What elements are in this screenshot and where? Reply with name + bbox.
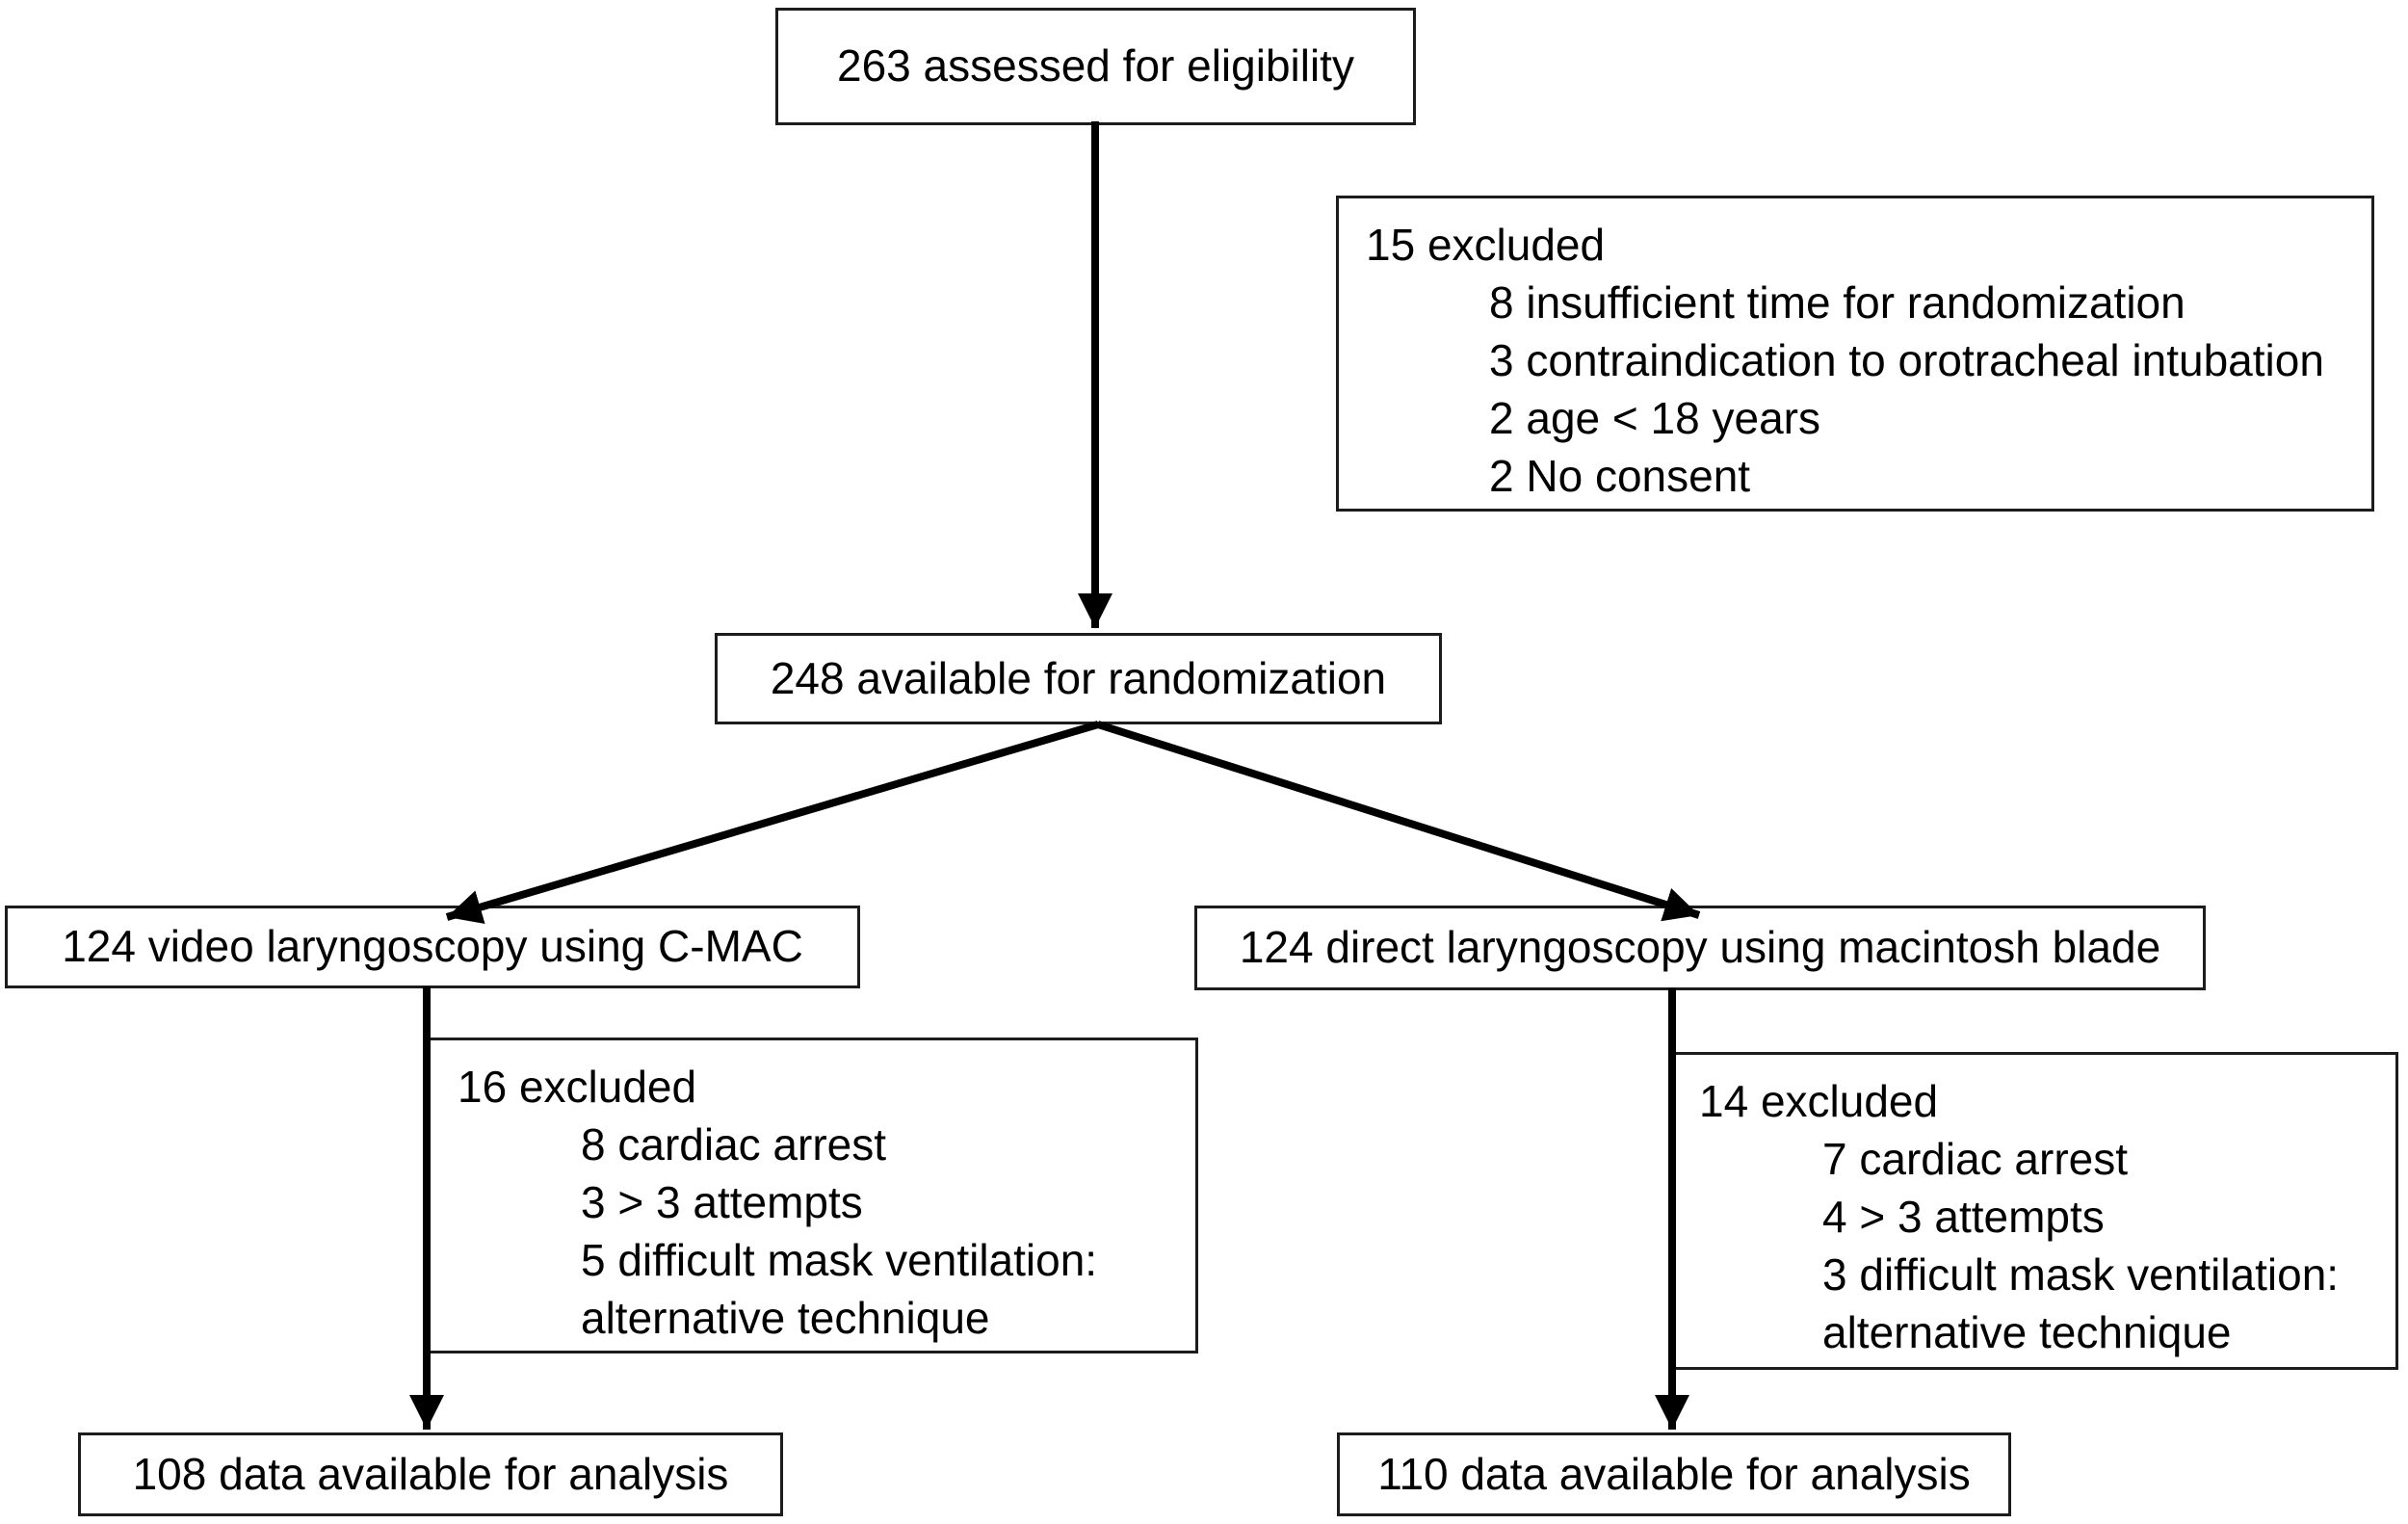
excluded-direct-arm-box: 14 excluded 7 cardiac arrest 4 > 3 attem… xyxy=(1669,1052,2398,1370)
assessed-for-eligibility-box: 263 assessed for eligibility xyxy=(775,8,1416,125)
arrow-randomization-to-direct-arm xyxy=(1096,721,1701,922)
exclusion-reason-continuation: alternative technique xyxy=(581,1293,990,1343)
available-for-randomization-box: 248 available for randomization xyxy=(715,633,1442,724)
direct-laryngoscopy-arm-box: 124 direct laryngoscopy using macintosh … xyxy=(1194,906,2206,990)
exclusion-reason: 8 insufficient time for randomization xyxy=(1489,277,2186,328)
exclusion-reason-continuation: alternative technique xyxy=(1822,1307,2232,1357)
video-laryngoscopy-arm-label: 124 video laryngoscopy using C-MAC xyxy=(62,921,803,972)
exclusion-reason: 2 No consent xyxy=(1489,451,1751,501)
excluded-video-arm-title: 16 excluded xyxy=(458,1062,697,1112)
exclusion-reason: 3 contraindication to orotracheal intuba… xyxy=(1489,335,2324,385)
analysis-direct-arm-box: 110 data available for analysis xyxy=(1337,1432,2011,1516)
excluded-video-arm-box: 16 excluded 8 cardiac arrest 3 > 3 attem… xyxy=(428,1038,1198,1353)
available-for-randomization-label: 248 available for randomization xyxy=(770,652,1387,703)
exclusion-reason: 3 > 3 attempts xyxy=(581,1177,863,1227)
excluded-direct-arm-title: 14 excluded xyxy=(1699,1076,1939,1126)
excluded-before-randomization-box: 15 excluded 8 insufficient time for rand… xyxy=(1336,196,2374,512)
excluded-before-randomization-title: 15 excluded xyxy=(1366,220,1606,270)
excluded-direct-arm-items: 7 cardiac arrest 4 > 3 attempts 3 diffic… xyxy=(1822,1130,2388,1361)
exclusion-reason: 4 > 3 attempts xyxy=(1822,1192,2105,1242)
analysis-direct-arm-label: 110 data available for analysis xyxy=(1377,1448,1971,1499)
analysis-video-arm-label: 108 data available for analysis xyxy=(132,1448,729,1499)
exclusion-reason: 2 age < 18 years xyxy=(1489,393,1820,443)
arrow-randomization-to-video-arm xyxy=(445,721,1100,925)
excluded-before-randomization-items: 8 insufficient time for randomization 3 … xyxy=(1489,274,2364,505)
exclusion-reason: 5 difficult mask ventilation: xyxy=(581,1235,1098,1285)
exclusion-reason: 8 cardiac arrest xyxy=(581,1119,887,1169)
video-laryngoscopy-arm-box: 124 video laryngoscopy using C-MAC xyxy=(5,906,860,988)
direct-laryngoscopy-arm-label: 124 direct laryngoscopy using macintosh … xyxy=(1239,922,2161,973)
assessed-for-eligibility-label: 263 assessed for eligibility xyxy=(837,40,1354,92)
exclusion-reason: 3 difficult mask ventilation: xyxy=(1822,1249,2340,1300)
excluded-video-arm-items: 8 cardiac arrest 3 > 3 attempts 5 diffic… xyxy=(581,1116,1188,1347)
exclusion-reason: 7 cardiac arrest xyxy=(1822,1134,2129,1184)
analysis-video-arm-box: 108 data available for analysis xyxy=(78,1432,783,1516)
